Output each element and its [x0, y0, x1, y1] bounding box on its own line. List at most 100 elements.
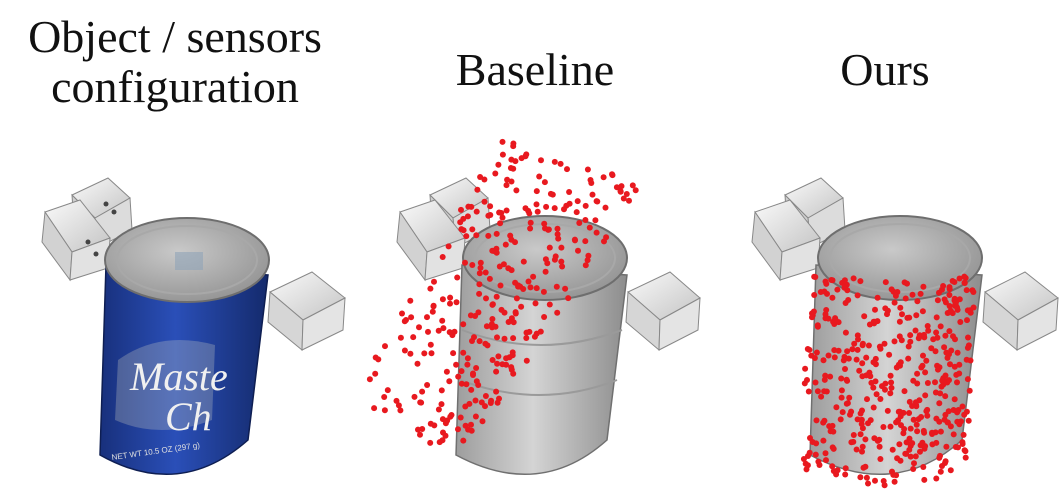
point-marker [488, 321, 495, 328]
can-textured: Maste Ch NET WT 10.5 OZ (297 g) [99, 217, 270, 476]
point-marker [460, 321, 467, 328]
point-marker [877, 456, 884, 462]
point-marker [507, 232, 514, 239]
point-marker [512, 279, 519, 286]
point-marker [863, 474, 870, 481]
point-marker [857, 278, 864, 285]
point-marker [822, 311, 829, 318]
point-marker [500, 261, 507, 268]
point-marker [854, 416, 861, 423]
point-marker [886, 351, 893, 358]
point-marker [489, 357, 496, 363]
point-marker [876, 343, 883, 350]
point-marker [803, 466, 810, 473]
point-marker [838, 387, 845, 394]
point-marker [840, 357, 847, 364]
point-marker [520, 258, 527, 265]
point-marker [487, 203, 494, 210]
point-marker [902, 295, 909, 302]
point-marker [921, 476, 928, 483]
point-marker [472, 397, 479, 404]
point-marker [938, 383, 945, 390]
point-marker [464, 213, 471, 220]
point-marker [454, 274, 461, 281]
point-marker [956, 275, 963, 282]
point-marker [470, 370, 476, 377]
point-marker [919, 439, 926, 446]
point-marker [902, 450, 909, 457]
point-marker [495, 161, 502, 168]
point-marker [439, 416, 446, 423]
point-marker [582, 262, 589, 269]
point-marker [870, 404, 877, 411]
point-marker [438, 401, 445, 408]
point-marker [954, 379, 960, 386]
point-marker [537, 328, 544, 335]
point-marker [841, 277, 848, 284]
point-marker [861, 313, 868, 320]
point-marker [924, 406, 931, 413]
point-marker [497, 282, 504, 289]
point-marker [468, 421, 474, 428]
point-marker [842, 471, 849, 478]
point-marker [829, 463, 836, 470]
point-marker [541, 179, 548, 186]
point-marker [946, 292, 953, 298]
point-marker [589, 191, 596, 198]
point-marker [397, 407, 404, 414]
point-marker [961, 279, 968, 286]
panel-object-sensors: Maste Ch NET WT 10.5 OZ (297 g) [41, 177, 346, 476]
point-marker [872, 306, 878, 313]
point-marker [891, 299, 898, 306]
point-marker [896, 441, 903, 448]
point-marker [910, 377, 917, 384]
point-marker [946, 303, 953, 309]
point-marker [401, 318, 408, 325]
point-marker [812, 274, 819, 280]
point-marker [557, 160, 564, 167]
point-marker [940, 283, 947, 289]
point-marker [527, 225, 534, 232]
point-marker [566, 200, 573, 207]
point-marker [482, 393, 489, 399]
point-marker [825, 352, 832, 359]
point-marker [425, 328, 431, 335]
point-marker [447, 413, 454, 420]
point-marker [440, 325, 447, 332]
point-marker [827, 373, 834, 380]
point-marker [522, 205, 529, 212]
point-marker [381, 394, 388, 400]
point-marker [474, 186, 481, 193]
point-marker [814, 322, 821, 329]
point-marker [947, 361, 953, 368]
point-marker [565, 295, 572, 302]
point-marker [809, 314, 815, 321]
point-marker [939, 463, 945, 469]
point-marker [442, 420, 449, 427]
point-marker [411, 393, 418, 400]
point-marker [538, 157, 544, 164]
point-marker [613, 184, 620, 191]
point-marker [897, 304, 904, 311]
point-marker [513, 295, 520, 302]
point-marker [594, 198, 601, 205]
point-marker [453, 299, 460, 306]
point-marker [439, 296, 446, 303]
point-marker [472, 413, 479, 420]
point-marker [923, 357, 930, 364]
point-marker [880, 424, 887, 430]
point-marker [850, 432, 857, 438]
point-marker [863, 354, 870, 361]
point-marker [834, 286, 841, 293]
point-marker [518, 155, 525, 162]
point-marker [453, 361, 460, 368]
point-marker [481, 198, 488, 205]
point-marker [408, 314, 415, 321]
point-marker [476, 338, 483, 345]
point-marker [834, 467, 841, 474]
point-marker [809, 439, 816, 445]
panel-title-ours: Ours [840, 44, 930, 95]
point-marker [566, 189, 573, 195]
point-marker [941, 296, 948, 303]
point-marker [898, 337, 905, 344]
